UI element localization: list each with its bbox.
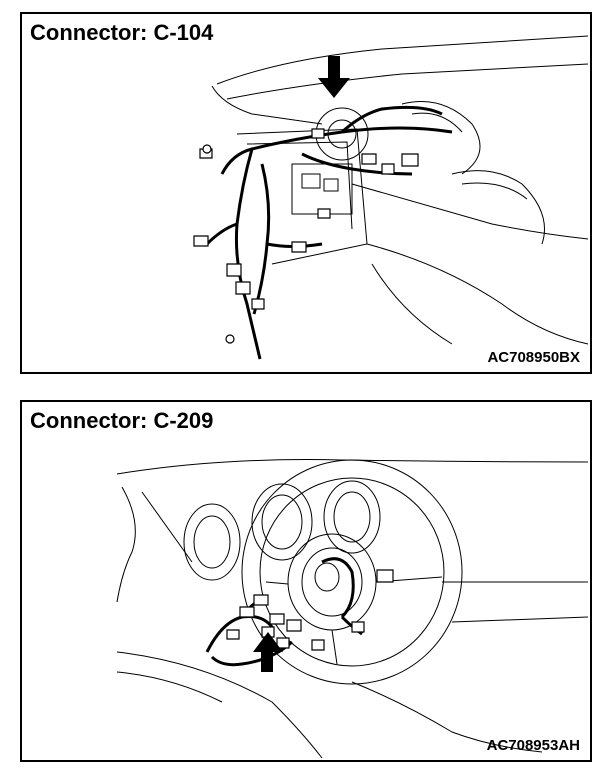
- connector-title: Connector: C-104: [30, 20, 214, 45]
- figure-code: AC708950BX: [487, 349, 580, 366]
- dashboard-wiring-illustration: [22, 14, 590, 372]
- diagram-panel-c209: Connector: C-209 AC708953AH: [20, 400, 592, 762]
- connector-title: Connector: C-209: [30, 408, 214, 433]
- arrow-up-icon: [253, 632, 283, 672]
- steering-wheel-wiring-illustration: [22, 402, 590, 760]
- figure-code: AC708953AH: [486, 737, 580, 754]
- diagram-panel-c104: Connector: C-104 AC708950BX: [20, 12, 592, 374]
- arrow-down-icon: [318, 56, 350, 98]
